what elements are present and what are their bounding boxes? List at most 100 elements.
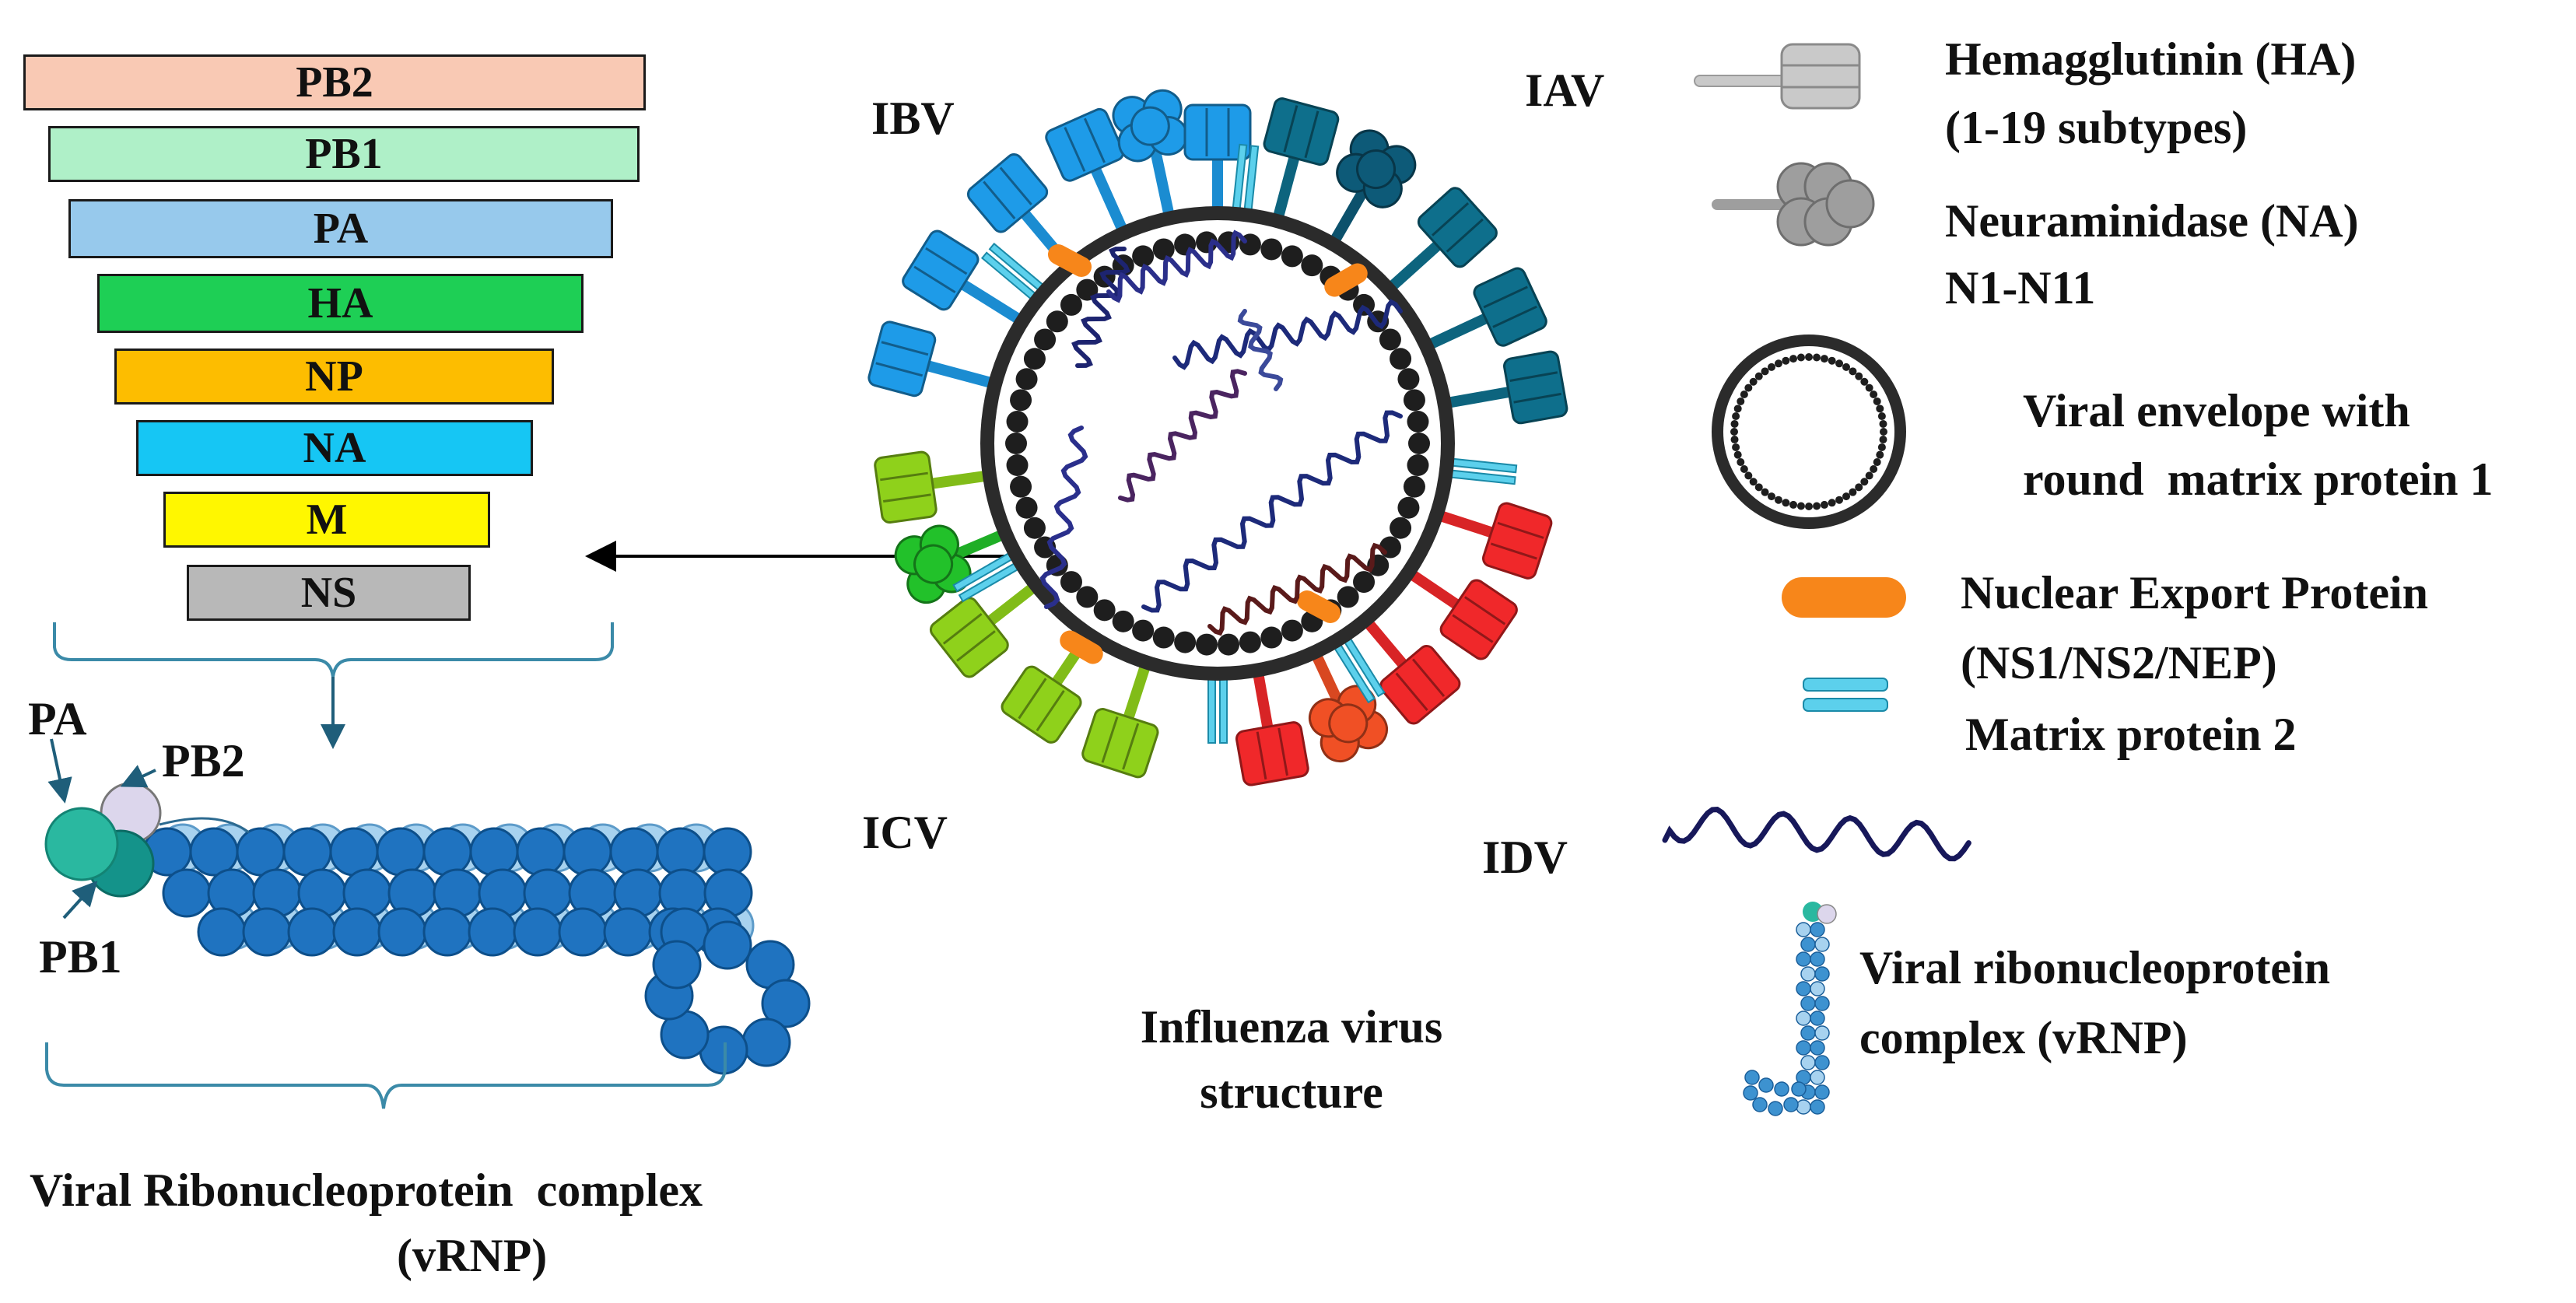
vrnp-caption-line1: Viral Ribonucleoprotein complex (30, 1165, 703, 1216)
legend-ha-head (1780, 43, 1861, 110)
legend-matrix-bead (1761, 367, 1769, 376)
legend-vrnp-bead (1814, 1025, 1830, 1041)
legend-matrix-bead (1855, 483, 1863, 492)
spike-head (874, 450, 938, 524)
legend-vrnp-bead (1814, 966, 1830, 982)
legend-vrnp-bead (1810, 981, 1825, 997)
segment-pb2: PB2 (23, 54, 646, 110)
spike-stalk (911, 356, 997, 390)
np-bead (703, 920, 752, 970)
nep-protein (1324, 263, 1368, 297)
matrix-protein-bead (1390, 348, 1412, 370)
spike-ridge (1483, 285, 1528, 309)
matrix-protein-bead (1218, 633, 1240, 656)
matrix-protein-bead (1152, 238, 1175, 261)
legend-envelope-line2: round matrix protein 1 (2023, 454, 2494, 505)
legend-vrnp-bead (1758, 1077, 1774, 1093)
legend-matrix-bead (1744, 384, 1753, 392)
viral-envelope-inner (994, 220, 1441, 667)
legend-vrnp-bead (1791, 1081, 1807, 1097)
legend-na-line2: N1-N11 (1945, 262, 2096, 313)
legend-vrnp-polymerase (1817, 904, 1837, 924)
rna-segment (1039, 426, 1088, 609)
matrix-protein-bead (1407, 410, 1429, 433)
matrix-protein-bead (1093, 599, 1116, 622)
np-bead (741, 1018, 791, 1067)
matrix-protein-bead (1015, 368, 1038, 391)
legend-nep-line2: (NS1/NS2/NEP) (1961, 637, 2277, 688)
m2-channel (1232, 143, 1260, 212)
legend-vrnp-bead (1783, 1097, 1799, 1112)
spike-stalk (1423, 306, 1502, 352)
legend-matrix-bead (1820, 355, 1828, 363)
spike-stalk (1118, 660, 1152, 734)
legend-vrnp-bead (1810, 1099, 1825, 1115)
m2-bar (1207, 678, 1216, 744)
spike-ridge (983, 180, 1016, 219)
ha-spike (929, 580, 1040, 678)
spike-ridge (882, 493, 931, 503)
np-bead (558, 907, 608, 957)
legend-vrnp-bead (1814, 1055, 1830, 1070)
spike-head (1439, 579, 1518, 660)
legend-matrix-bead (1877, 443, 1886, 451)
legend-matrix-bead (1855, 372, 1863, 380)
spike-stalk (1212, 144, 1223, 214)
spike-stalk (1442, 384, 1526, 409)
spike-stalk (1434, 509, 1509, 543)
spike-ridge (1490, 542, 1537, 560)
na-head-lobe (1356, 149, 1396, 190)
segment-m-label: M (306, 496, 348, 544)
legend-matrix-bead (1865, 384, 1873, 392)
matrix-protein-bead (1006, 410, 1029, 433)
matrix-protein-bead (1337, 586, 1359, 608)
spike-head (1417, 187, 1498, 268)
legend-matrix-bead (1870, 391, 1878, 398)
legend-vrnp-bead (1744, 1070, 1760, 1085)
spike-head (1473, 267, 1547, 347)
legend-matrix-bead (1796, 353, 1805, 362)
legend-matrix-bead (1879, 436, 1887, 444)
na-spike (1112, 89, 1188, 220)
legend-matrix-bead (1730, 419, 1739, 428)
ha-spike (874, 450, 991, 524)
m2-bar (1451, 457, 1518, 474)
legend-matrix-bead (1849, 488, 1857, 496)
spike-ridge (1411, 658, 1446, 697)
matrix-protein-bead (1260, 626, 1283, 649)
spike-stalk (1252, 668, 1276, 744)
matrix-protein-bead (1403, 475, 1425, 498)
legend-envelope-line1: Viral envelope with (2023, 385, 2410, 436)
matrix-protein-bead (1010, 389, 1032, 412)
legend-m2-bar (1803, 678, 1888, 692)
legend-matrix-bead (1789, 500, 1798, 509)
legend-vrnp-line2: complex (vRNP) (1859, 1012, 2188, 1063)
legend-matrix-bead (1842, 492, 1850, 501)
legend-matrix-bead (1749, 478, 1758, 486)
legend-matrix-bead (1730, 436, 1739, 444)
segment-pb1: PB1 (48, 126, 640, 182)
legend-matrix-bead (1796, 502, 1805, 510)
np-bead (513, 907, 563, 957)
np-bead (287, 907, 337, 957)
spike-head (1263, 97, 1340, 166)
np-bead (236, 827, 286, 877)
m2-channel (1207, 678, 1228, 744)
legend-matrix-bead (1835, 359, 1844, 368)
matrix-protein-bead (1260, 238, 1283, 261)
matrix-protein-bead (1390, 517, 1412, 539)
legend-matrix-bead (1870, 465, 1878, 473)
matrix-protein-bead (1195, 633, 1218, 656)
pa-label: PA (28, 693, 87, 744)
np-bead (189, 827, 239, 877)
legend-vrnp-bead (1800, 937, 1816, 952)
pb1-pointer-arrow (62, 881, 98, 919)
ha-spike (1404, 567, 1518, 660)
np-bead (469, 827, 519, 877)
legend-matrix-bead (1768, 363, 1775, 371)
matrix-protein-bead (1353, 571, 1376, 594)
legend-matrix-bead (1782, 356, 1790, 365)
legend-icons (1662, 43, 1971, 1116)
legend-vrnp-bead (1796, 1011, 1811, 1026)
